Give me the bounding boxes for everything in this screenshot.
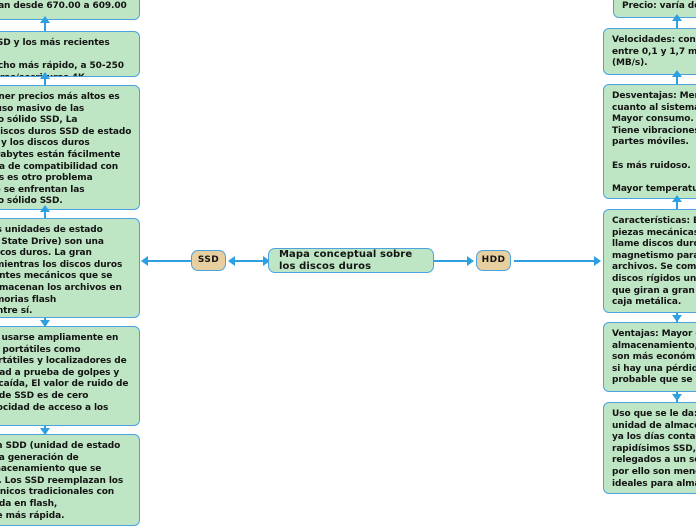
arrowhead-ssd-branch-left (141, 256, 148, 266)
arrowhead-ssd-desventajas (40, 205, 50, 212)
arrowhead-ssd-uso (40, 428, 50, 435)
node-hdd-desventajas[interactable]: Desventajas: Menor ra cuanto al sistema … (603, 84, 696, 199)
connector-ssd-desventajas-caracteristicas (44, 210, 46, 218)
node-hdd-uso[interactable]: Uso que se le da: El us unidad de almace… (603, 402, 696, 494)
arrowhead-hdd-uso (672, 394, 682, 401)
connector-hdd-to-nodes (514, 260, 596, 262)
node-hdd-ventajas[interactable]: Ventajas: Mayor capac almacenamiento, so… (603, 322, 696, 392)
node-ssd-velocidades[interactable]: : los SSD y los más recientes SSD an muc… (0, 31, 140, 77)
connector-hdd-velocidades-desventajas (676, 75, 678, 84)
arrowhead-ssd-ventajas (40, 320, 50, 327)
node-ssd-ventajas[interactable]: Pueden usarse ampliamente en móviles por… (0, 326, 140, 426)
node-ssd-desventajas[interactable]: s: En tener precios más altos es ulta el… (0, 85, 140, 210)
branch-node-hdd[interactable]: HDD (476, 250, 511, 271)
connector-ssd-velocidades-desventajas (44, 77, 46, 85)
arrowhead-center-to-ssd (228, 256, 235, 266)
node-hdd-caracteristicas[interactable]: Características: Están piezas mecánicas,… (603, 209, 696, 313)
node-hdd-precio[interactable]: Precio: varía desde (613, 0, 696, 18)
node-ssd-precio[interactable]: varían desde 670.00 a 609.00 (0, 0, 140, 20)
arrowhead-hdd-velocidades (672, 70, 682, 77)
connector-hdd-desventajas-caracteristicas (676, 199, 678, 209)
connector-center-hdd (434, 260, 470, 262)
connector-ssd-branch-to-nodes (148, 260, 193, 262)
arrowhead-hdd-right (594, 256, 601, 266)
arrowhead-hdd-desventajas (672, 195, 682, 202)
center-node[interactable]: Mapa conceptual sobre los discos duros (268, 248, 434, 273)
arrowhead-ssd-velocidades (40, 72, 50, 79)
connector-hdd-precio-velocidades (676, 18, 678, 28)
connector-ssd-center (231, 260, 266, 262)
arrowhead-ssd-precio (40, 16, 50, 23)
connector-ssd-precio-velocidades (44, 20, 46, 31)
node-ssd-uso[interactable]: le da: un SDD (unidad de estado na nueva… (0, 434, 140, 526)
arrowhead-hdd-precio (672, 14, 682, 21)
node-ssd-caracteristicas[interactable]: icas: Las unidades de estado D (Solid St… (0, 218, 140, 318)
node-hdd-velocidades[interactable]: Velocidades: con los H entre 0,1 y 1,7 m… (603, 28, 696, 75)
arrowhead-hdd-ventajas (672, 315, 682, 322)
arrowhead-center-to-hdd (467, 256, 474, 266)
branch-node-ssd[interactable]: SSD (191, 250, 226, 271)
arrowhead-ssd-to-center (263, 256, 270, 266)
